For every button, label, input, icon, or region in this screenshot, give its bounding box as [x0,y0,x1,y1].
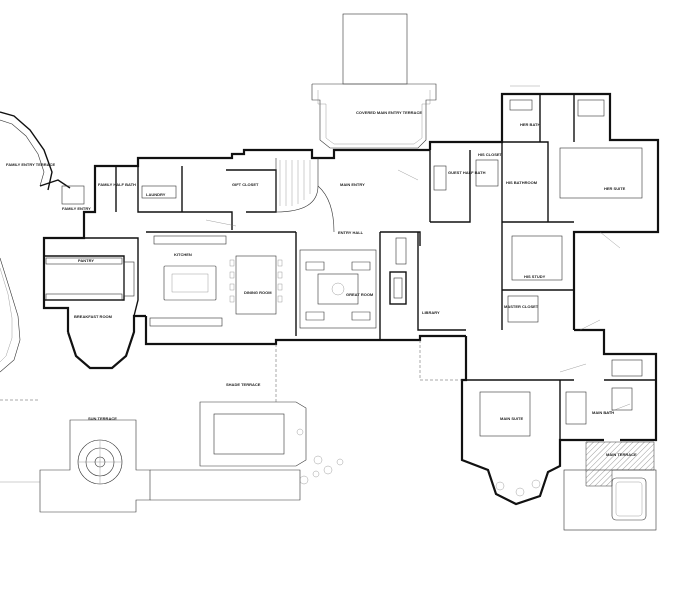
label-his-closet: HIS CLOSET [478,152,503,157]
entry-forecourt [311,13,437,149]
label-family-half-bath: FAMILY HALF BATH [98,182,136,187]
label-library: LIBRARY [422,310,440,315]
label-main-entry: MAIN ENTRY [340,182,365,187]
label-gift-closet: GIFT CLOSET [232,182,259,187]
label-master-closet: MASTER CLOSET [504,304,539,309]
label-his-bathroom: HIS BATHROOM [506,180,538,185]
label-laundry: LAUNDRY [146,192,166,197]
main-terrace [563,441,657,531]
label-pantry: PANTRY [78,258,94,263]
label-great-room: GREAT ROOM [346,292,374,297]
label-family-entry: FAMILY ENTRY [62,206,91,211]
interior-walls [44,94,656,440]
sun-terrace [0,419,301,513]
label-shade-terrace: SHADE TERRACE [226,382,261,387]
library-fireplace [389,237,407,305]
great-room-seating [299,249,377,329]
dining-table [229,255,283,315]
label-main-terrace: MAIN TERRACE [606,452,637,457]
label-kitchen: KITCHEN [174,252,192,257]
label-breakfast-room: BREAKFAST ROOM [74,314,113,319]
kitchen-fixtures [45,185,227,327]
label-entry-hall: ENTRY HALL [338,230,364,235]
label-his-study: HIS STUDY [524,274,546,279]
label-main-bath: MAIN BATH [592,410,614,415]
shade-terrace [199,401,307,467]
stair [275,158,335,233]
label-family-entry-terrace: FAMILY ENTRY TERRACE [6,162,55,167]
label-her-bath: HER BATH [520,122,540,127]
landscape [0,340,541,497]
label-covered-main-entry-terrace: COVERED MAIN ENTRY TERRACE [356,110,422,115]
family-entry-wing [0,111,71,373]
label-main-suite: MAIN SUITE [500,416,523,421]
suite-fixtures [433,99,643,437]
label-her-suite: HER SUITE [604,186,626,191]
label-dining-room: DINING ROOM [244,290,272,295]
label-guest-half-bath: GUEST HALF BATH [448,170,486,175]
label-sun-terrace: SUN TERRACE [88,416,117,421]
room-labels: FAMILY ENTRY TERRACE FAMILY HALF BATH FA… [6,110,637,457]
annotation-leaders [205,85,631,415]
